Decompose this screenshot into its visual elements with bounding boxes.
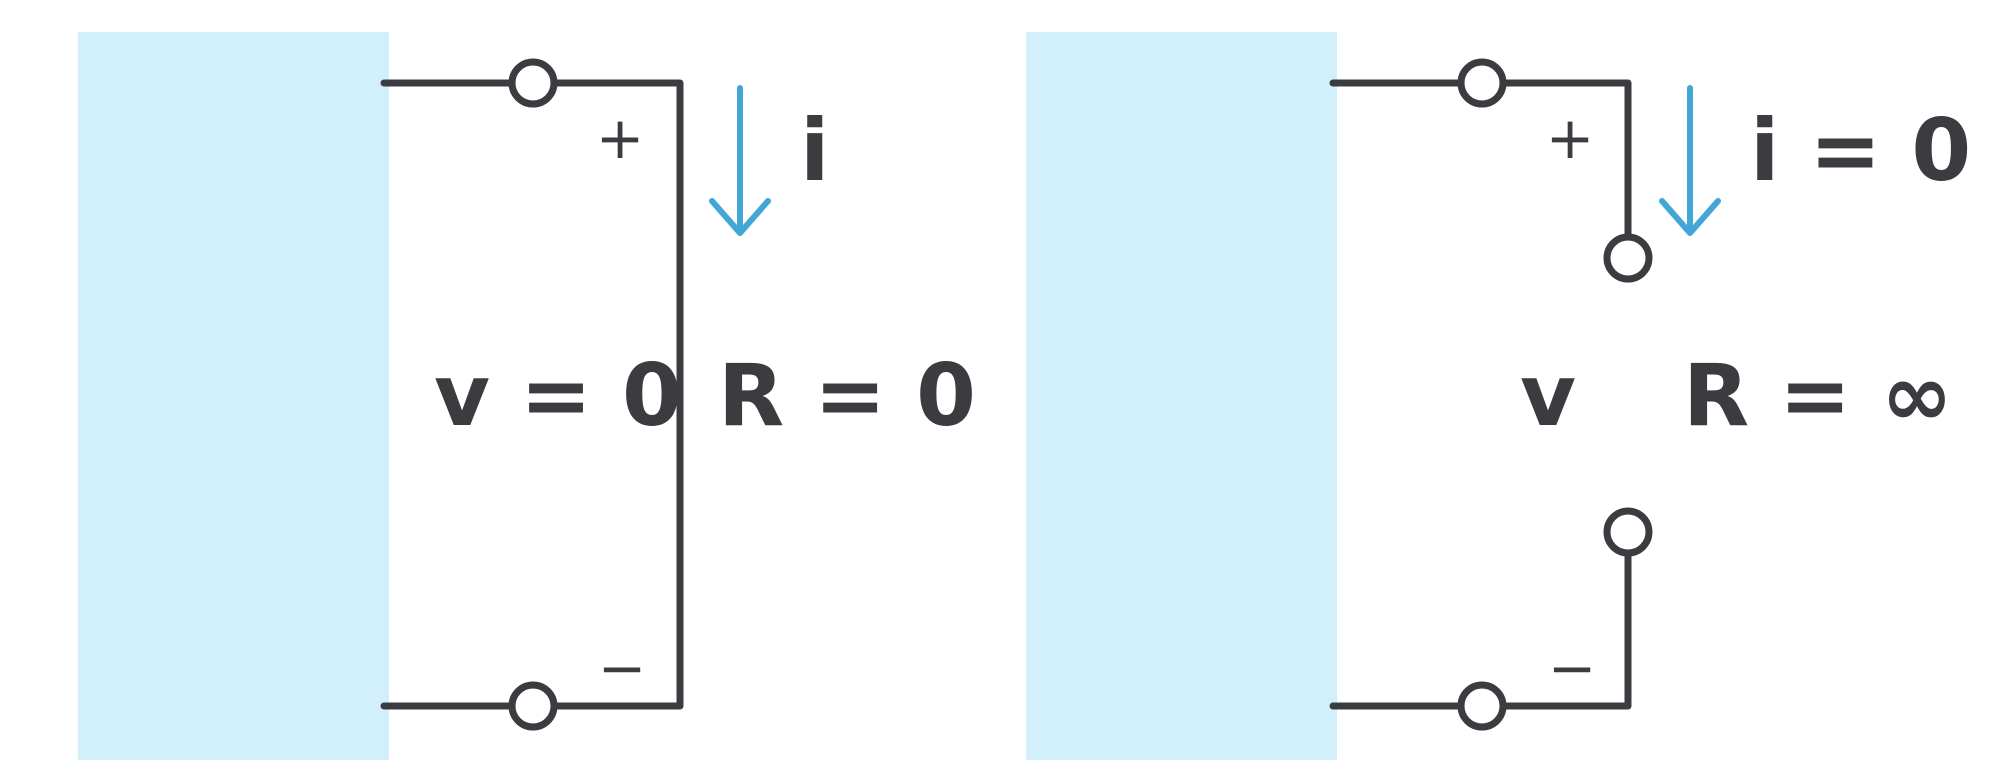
right-bottom-wire (1329, 549, 1632, 710)
right-resistance-label: R = ∞ (1683, 346, 1953, 446)
left-minus-sign: − (598, 634, 647, 702)
right-bottom-terminal (1457, 681, 1507, 731)
left-network-panel (78, 32, 389, 760)
left-top-terminal (508, 58, 558, 108)
left-current-arrow (709, 85, 771, 236)
left-bottom-terminal (508, 681, 558, 731)
left-resistance-label: R = 0 (718, 346, 976, 446)
right-open-terminal-bottom (1603, 507, 1653, 557)
left-voltage-label: v = 0 (434, 346, 682, 446)
left-plus-sign: + (596, 104, 645, 172)
short-circuit-diagram: + − i v = 0 R = 0 (78, 32, 976, 760)
right-top-wire (1329, 79, 1632, 242)
open-circuit-diagram: + − i = 0 v R = ∞ (1026, 32, 1971, 760)
right-current-arrow (1659, 85, 1721, 236)
right-current-label: i = 0 (1750, 101, 1971, 201)
right-minus-sign: − (1548, 634, 1597, 702)
left-current-label: i (800, 101, 829, 201)
right-plus-sign: + (1546, 104, 1595, 172)
right-open-terminal-top (1603, 233, 1653, 283)
right-network-panel (1026, 32, 1337, 760)
right-top-terminal (1457, 58, 1507, 108)
right-voltage-label: v (1520, 346, 1576, 446)
